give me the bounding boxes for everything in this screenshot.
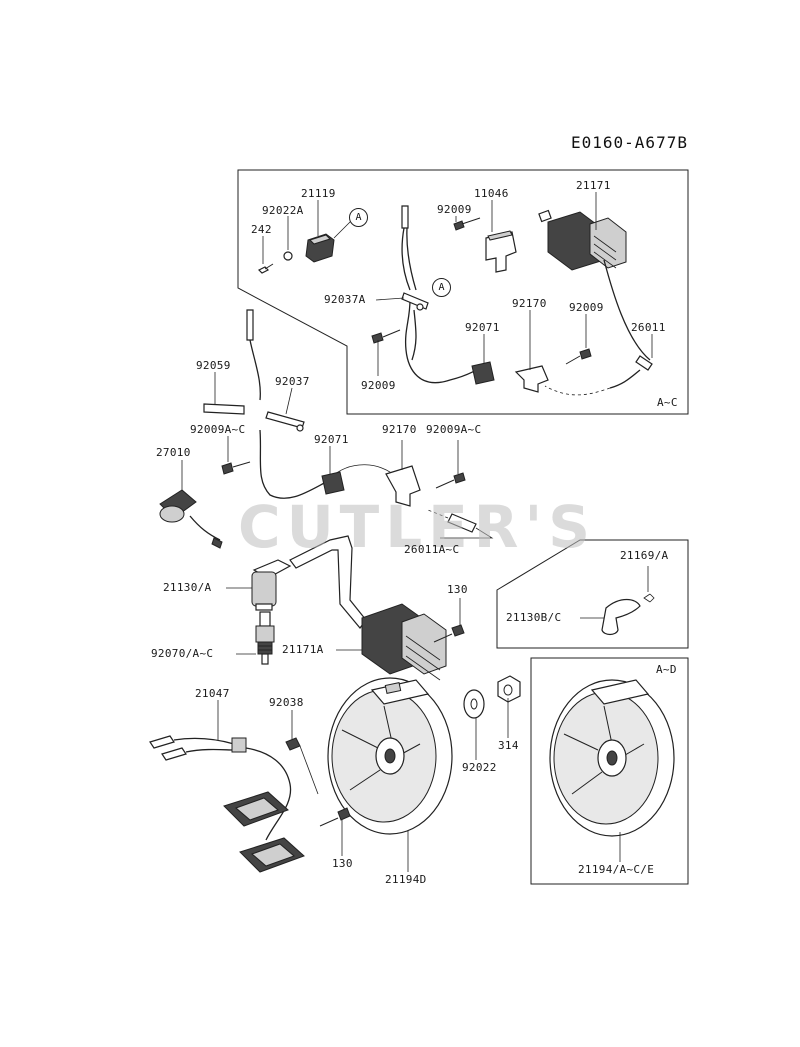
switch-27010-drawing [159,489,223,549]
screw-92009ac-right-drawing [435,472,466,489]
grommet-92071-top-drawing [471,361,495,385]
label-21119: 21119 [301,187,336,200]
clip-92170-top-drawing [514,365,549,393]
label-314: 314 [498,739,519,752]
label-242: 242 [251,223,272,236]
variant-box-plugcap-outline [496,539,689,649]
variant-box-flywheel-outline [530,657,689,885]
label-130-lower: 130 [332,857,353,870]
screw-242-drawing [257,263,274,274]
label-21130a: 21130/A [163,581,212,594]
lead-26011-drawing [544,355,653,396]
washer-92022-drawing [463,689,485,719]
label-92022a: 92022A [262,204,304,217]
sparkplug-92070-drawing [255,611,275,665]
washer-92022a-drawing [283,251,293,261]
label-21194ace: 21194/A~C/E [578,863,655,876]
module-21119-drawing [305,233,335,263]
leader-lines [181,192,653,872]
label-variant-flywheel-box: A~D [656,663,677,676]
screw-92009-low-drawing [371,329,401,344]
callout-a-top: A [349,208,368,227]
label-27010: 27010 [156,446,191,459]
spring-21169a-drawing [643,593,655,603]
nut-314-drawing [497,675,521,703]
grommet-92071-drawing [321,471,345,495]
label-92037a: 92037A [324,293,366,306]
label-26011ac: 26011A~C [404,543,460,556]
flywheel-21194d-drawing [327,677,453,835]
label-92009-mid: 92009 [569,301,604,314]
stator-21047-drawing [149,735,305,873]
label-21171a: 21171A [282,643,324,656]
bolt-130-upper-drawing [433,624,465,643]
variant-box-top-outline [237,169,689,415]
lead-wire-mid-drawing [246,309,401,499]
coil-21171a-drawing [361,603,447,681]
label-21130bc: 21130B/C [506,611,562,624]
label-21047: 21047 [195,687,230,700]
label-92022: 92022 [462,761,497,774]
drawing-code: E0160-A677B [571,133,688,152]
label-21194d: 21194D [385,873,427,886]
label-92009ac-right: 92009A~C [426,423,482,436]
screw-92009-top-drawing [453,217,481,231]
bracket-11046-drawing [485,230,517,273]
lead-wire-top-drawing [401,205,487,384]
screw-92009ac-left-drawing [221,461,251,475]
clip-92170-drawing [385,465,421,507]
label-variant-top-box: A~C [657,396,678,409]
watermark: CUTLER'S [238,493,596,561]
label-92009-low: 92009 [361,379,396,392]
screw-92009-mid-drawing [565,348,592,365]
plugcap-21130bc-drawing [601,598,641,636]
label-92009ac-left: 92009A~C [190,423,246,436]
plugcap-21130a-drawing [251,559,292,611]
label-92038: 92038 [269,696,304,709]
label-21171: 21171 [576,179,611,192]
label-92170-top: 92170 [512,297,547,310]
label-130-upper: 130 [447,583,468,596]
clamp-92037a-drawing [401,292,429,310]
label-11046: 11046 [474,187,509,200]
lead-26011ac-drawing [427,509,477,533]
bolt-130-lower-drawing [319,807,351,827]
label-92009-top: 92009 [437,203,472,216]
label-92037: 92037 [275,375,310,388]
label-21169a: 21169/A [620,549,669,562]
label-92071-top: 92071 [465,321,500,334]
tube-92059-drawing [203,403,245,415]
key-92038-drawing [285,737,301,751]
coil-21171-drawing [538,209,651,361]
label-92071: 92071 [314,433,349,446]
label-92170: 92170 [382,423,417,436]
flywheel-21194ace-drawing [549,679,675,837]
label-92070ac: 92070/A~C [151,647,214,660]
callout-a-bracket: A [432,278,451,297]
label-92059: 92059 [196,359,231,372]
label-26011: 26011 [631,321,666,334]
